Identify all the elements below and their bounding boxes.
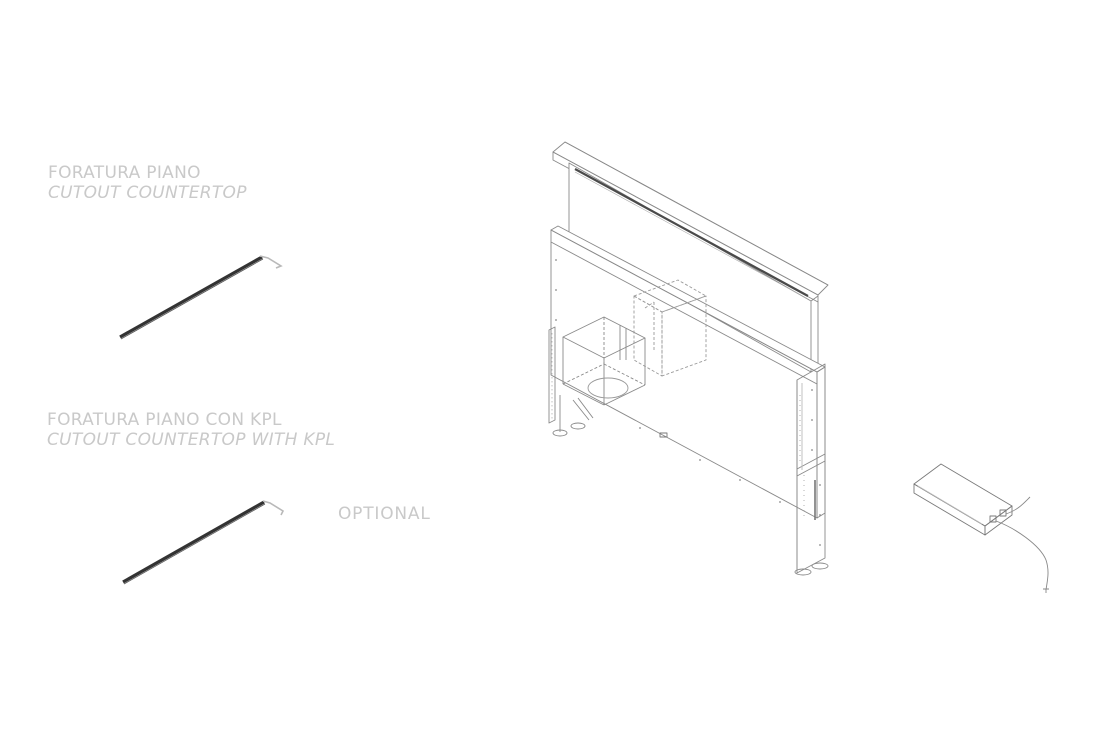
cutout-countertop-title-en: CUTOUT COUNTERTOP — [48, 183, 247, 203]
cutout-countertop-kpl-title-en: CUTOUT COUNTERTOP WITH KPL — [47, 430, 336, 450]
cutout-countertop-kpl-title-it: FORATURA PIANO CON KPL — [47, 410, 282, 430]
cutout-countertop-kpl-label: FORATURA PIANO CON KPL CUTOUT COUNTERTOP… — [47, 410, 335, 450]
power-supply-drawing — [913, 463, 1049, 593]
cutout-profile-kpl-icon — [122, 500, 285, 585]
cutout-countertop-title-it: FORATURA PIANO — [48, 163, 201, 183]
optional-label: OPTIONAL — [338, 504, 431, 524]
cutout-countertop-label: FORATURA PIANO CUTOUT COUNTERTOP — [48, 163, 247, 203]
cutout-profile-icon — [119, 255, 283, 340]
downdraft-hood-drawing — [548, 141, 829, 576]
